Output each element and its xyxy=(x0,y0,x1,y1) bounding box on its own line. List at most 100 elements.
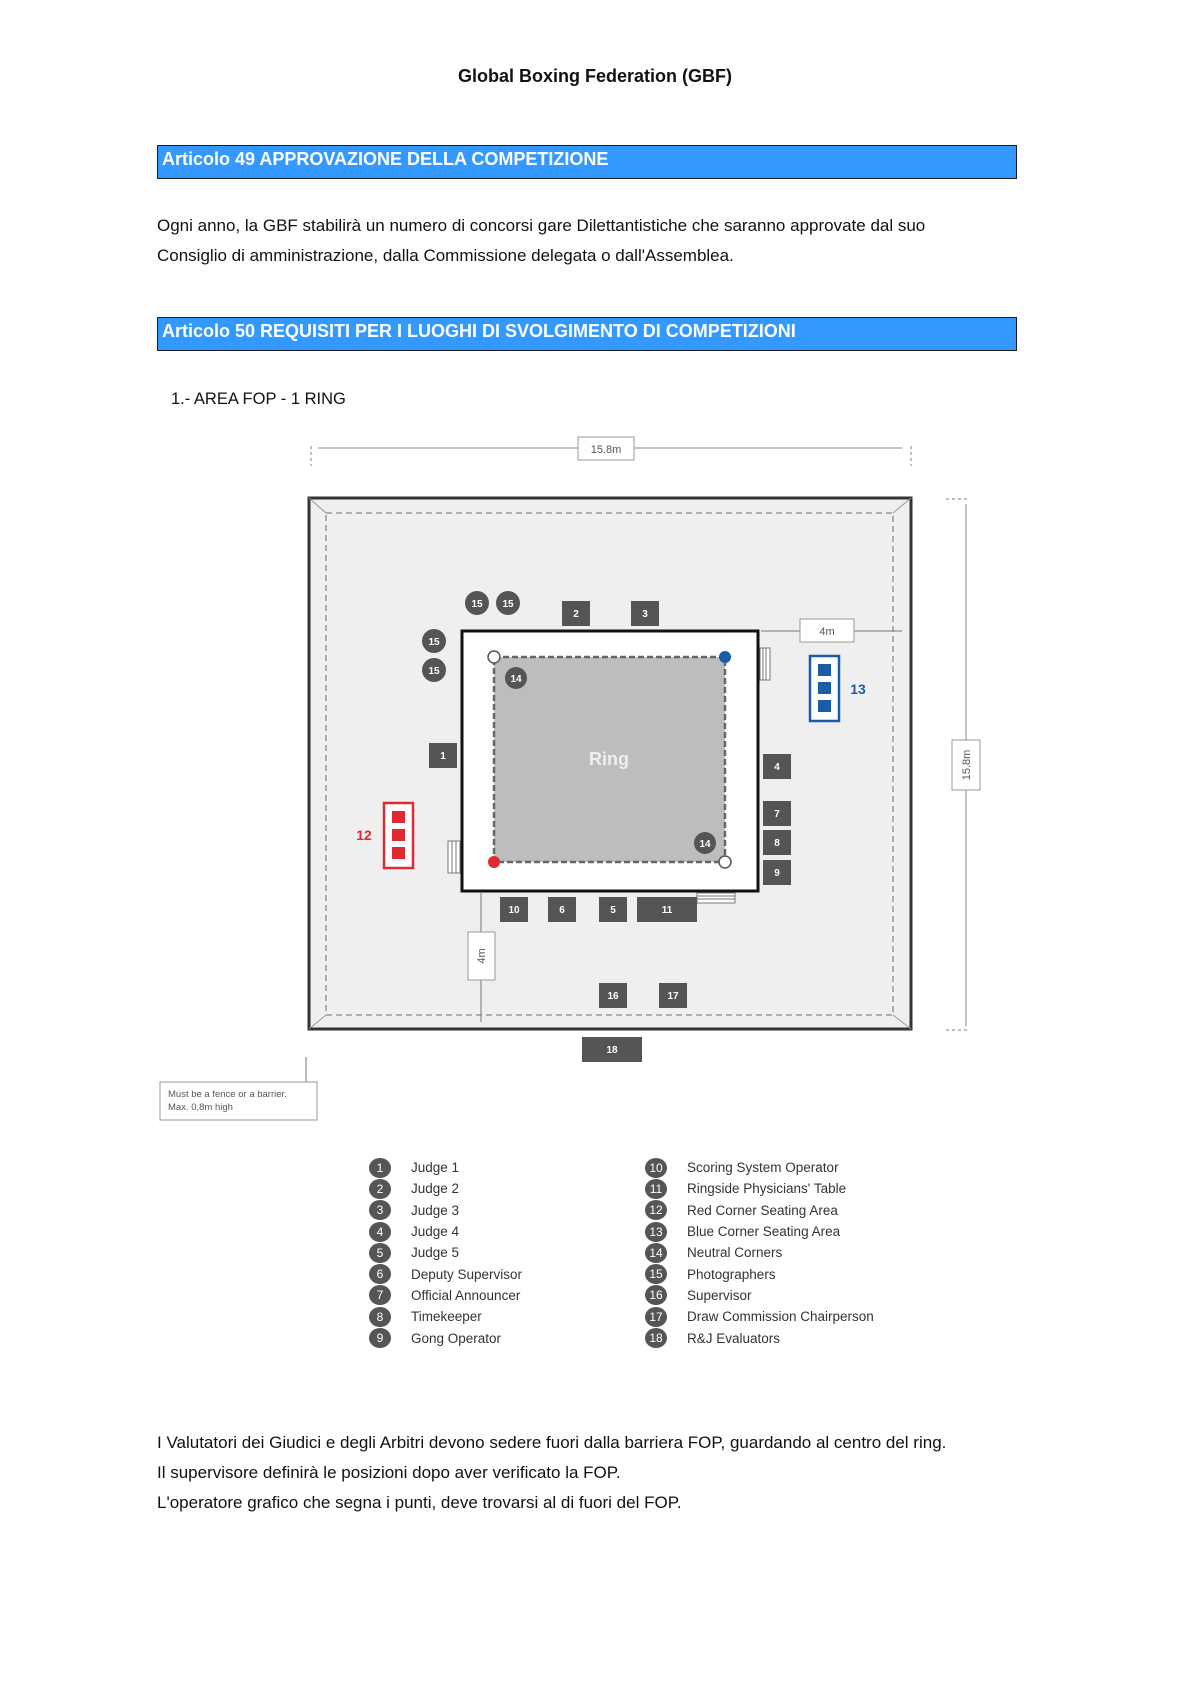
document-title: Global Boxing Federation (GBF) xyxy=(458,66,732,86)
legend-label: Judge 4 xyxy=(411,1224,460,1240)
legend-item: 16 Supervisor xyxy=(645,1285,874,1306)
fop-diagram: 15.8m 15.8m Ring 14 14 15 15 15 15 xyxy=(159,436,981,1121)
legend-number: 15 xyxy=(645,1264,667,1285)
legend-number: 12 xyxy=(645,1200,667,1221)
legend-label: Judge 1 xyxy=(411,1160,460,1176)
article-49-heading: Articolo 49 APPROVAZIONE DELLA COMPETIZI… xyxy=(157,145,1017,179)
legend-item: 13 Blue Corner Seating Area xyxy=(645,1221,874,1242)
legend-label: Gong Operator xyxy=(411,1330,502,1346)
white-corner-top-left xyxy=(487,650,501,664)
legend-right: 10 Scoring System Operator 11 Ringside Phy… xyxy=(645,1157,874,1349)
closing-line: Il supervisore definirà le posizioni dop… xyxy=(157,1463,621,1482)
position-9-label: 9 xyxy=(774,868,780,879)
position-10-label: 10 xyxy=(508,905,520,916)
legend-item: 2 Judge 2 xyxy=(369,1178,522,1199)
red-area-label: 12 xyxy=(356,827,372,843)
legend-label: Red Corner Seating Area xyxy=(687,1202,838,1218)
legend-item: 7 Official Announcer xyxy=(369,1285,522,1306)
closing-line: L'operatore grafico che segna i punti, d… xyxy=(157,1493,682,1512)
legend-item: 15 Photographers xyxy=(645,1263,874,1285)
legend-label: Draw Commission Chairperson xyxy=(687,1309,874,1325)
photographer-label: 15 xyxy=(471,599,483,610)
position-6-label: 6 xyxy=(559,905,565,916)
neutral-corner-label: 14 xyxy=(510,674,522,685)
legend-label: Judge 2 xyxy=(411,1181,460,1197)
fence-note-line1: Must be a fence or a barrier. xyxy=(168,1089,287,1100)
legend-number: 6 xyxy=(369,1264,391,1285)
legend-item: 9 Gong Operator xyxy=(369,1327,522,1349)
legend-item: 14 Neutral Corners xyxy=(645,1242,874,1263)
legend-label: Judge 5 xyxy=(411,1245,460,1261)
article-49-body: Ogni anno, la GBF stabilirà un numero di… xyxy=(157,211,1037,271)
legend-number: 1 xyxy=(369,1157,391,1178)
legend-number: 5 xyxy=(369,1242,391,1263)
dimension-width-label: 15.8m xyxy=(591,444,622,456)
legend-label: Supervisor xyxy=(687,1287,752,1303)
article-49-line: Consiglio di amministrazione, dalla Comm… xyxy=(157,246,734,265)
legend-label: R&J Evaluators xyxy=(687,1330,781,1346)
article-49-line: Ogni anno, la GBF stabilirà un numero di… xyxy=(157,216,926,235)
article-50-heading: Articolo 50 REQUISITI PER I LUOGHI DI SV… xyxy=(157,317,1017,351)
legend-label: Neutral Corners xyxy=(687,1245,783,1261)
legend-number: 4 xyxy=(369,1221,391,1242)
photographer-label: 15 xyxy=(428,637,440,648)
legend-item: 18 R&J Evaluators xyxy=(645,1327,874,1349)
closing-notes: I Valutatori dei Giudici e degli Arbitri… xyxy=(157,1428,1037,1518)
legend-label: Blue Corner Seating Area xyxy=(687,1224,841,1240)
dimension-4m-top-label: 4m xyxy=(819,626,834,638)
neutral-corner-label: 14 xyxy=(699,839,711,850)
legend-item: 4 Judge 4 xyxy=(369,1221,522,1242)
legend-number: 13 xyxy=(645,1221,667,1242)
position-1-label: 1 xyxy=(440,751,446,762)
position-17-label: 17 xyxy=(667,991,679,1002)
photographer-label: 15 xyxy=(428,666,440,677)
legend-item: 5 Judge 5 xyxy=(369,1242,522,1263)
legend-label: Judge 3 xyxy=(411,1202,460,1218)
fence-note-line2: Max. 0,8m high xyxy=(168,1102,233,1113)
blue-area-label: 13 xyxy=(850,681,866,697)
closing-line: I Valutatori dei Giudici e degli Arbitri… xyxy=(157,1433,947,1452)
legend-item: 3 Judge 3 xyxy=(369,1200,522,1221)
legend-label: Timekeeper xyxy=(411,1309,482,1325)
position-16-label: 16 xyxy=(607,991,619,1002)
legend-number: 14 xyxy=(645,1242,667,1263)
legend-number: 3 xyxy=(369,1200,391,1221)
legend-item: 10 Scoring System Operator xyxy=(645,1157,874,1178)
legend-label: Scoring System Operator xyxy=(687,1160,839,1176)
legend-number: 9 xyxy=(369,1328,391,1349)
dimension-4m-left-label: 4m xyxy=(476,948,488,963)
legend-number: 18 xyxy=(645,1328,667,1349)
legend-item: 6 Deputy Supervisor xyxy=(369,1263,523,1285)
position-4-label: 4 xyxy=(774,762,780,773)
legend-number: 7 xyxy=(369,1285,391,1306)
legend-number: 10 xyxy=(645,1157,667,1178)
legend-item: 17 Draw Commission Chairperson xyxy=(645,1306,874,1327)
legend-label: Ringside Physicians' Table xyxy=(687,1181,847,1197)
legend-number: 16 xyxy=(645,1285,667,1306)
legend-item: 11 Ringside Physicians' Table xyxy=(645,1178,874,1199)
legend-label: Official Announcer xyxy=(411,1287,521,1303)
red-corner xyxy=(488,856,500,868)
position-2-label: 2 xyxy=(573,609,579,620)
legend-item: 12 Red Corner Seating Area xyxy=(645,1200,874,1221)
legend-label: Photographers xyxy=(687,1266,776,1282)
position-11-label: 11 xyxy=(662,905,673,916)
legend-item: 1 Judge 1 xyxy=(369,1157,522,1178)
position-18-label: 18 xyxy=(606,1045,618,1056)
ring-label: Ring xyxy=(589,749,629,769)
white-corner-bottom-right xyxy=(718,855,732,869)
photographer-label: 15 xyxy=(502,599,514,610)
position-8-label: 8 xyxy=(774,838,780,849)
legend-left: 1 Judge 1 2 Judge 2 3 Judge 3 4 Judge 4 5 Jud… xyxy=(369,1157,522,1349)
legend-number: 11 xyxy=(645,1178,667,1199)
dimension-height-label: 15.8m xyxy=(961,750,973,781)
blue-corner xyxy=(719,651,731,663)
position-3-label: 3 xyxy=(642,609,648,620)
legend-number: 2 xyxy=(369,1178,391,1199)
legend-label: Deputy Supervisor xyxy=(411,1266,523,1282)
position-5-label: 5 xyxy=(610,905,616,916)
area-fop-subheading: 1.- AREA FOP - 1 RING xyxy=(171,390,346,408)
position-7-label: 7 xyxy=(774,809,780,820)
legend-number: 17 xyxy=(645,1306,667,1327)
